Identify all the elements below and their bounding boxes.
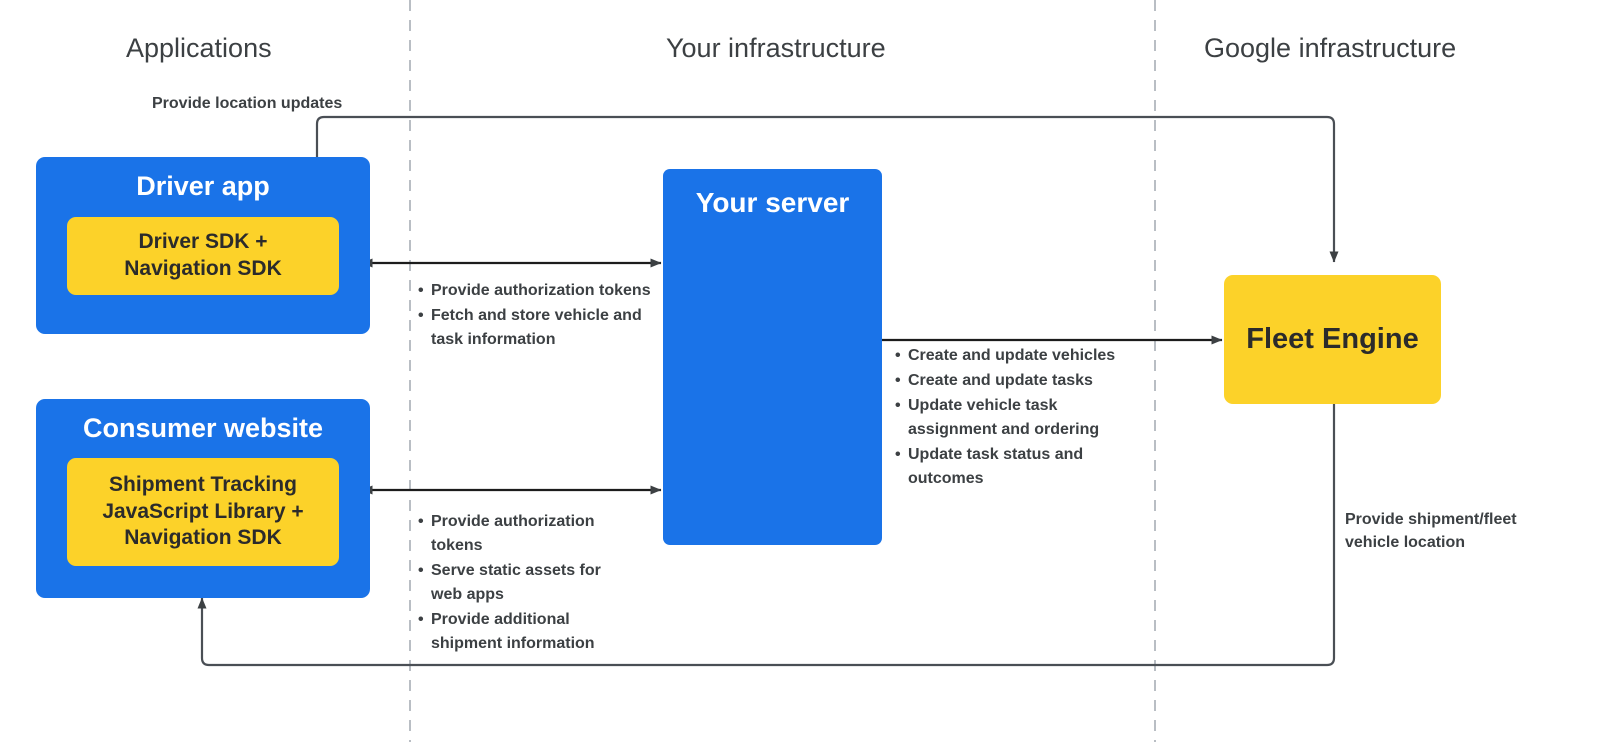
zone-title-applications: Applications <box>126 33 272 63</box>
edge-bullets-consumer-server: Provide authorization tokens Serve stati… <box>418 510 628 657</box>
node-driver-sdk[interactable]: Driver SDK + Navigation SDK <box>67 217 339 296</box>
node-fleet-engine[interactable]: Fleet Engine <box>1224 275 1441 404</box>
node-consumer-website[interactable]: Consumer website Shipment Tracking JavaS… <box>36 399 370 598</box>
list-item: Provide authorization tokens <box>418 279 653 303</box>
node-shipment-tracking-sdk[interactable]: Shipment Tracking JavaScript Library + N… <box>67 458 339 567</box>
list-item: Update task status and outcomes <box>895 443 1150 491</box>
driver-app-title: Driver app <box>136 171 270 201</box>
edge-label-engine-consumer: Provide shipment/fleet vehicle location <box>1345 511 1517 552</box>
list-item: Provide additional shipment information <box>418 608 628 656</box>
list-item: Serve static assets for web apps <box>418 559 628 607</box>
your-server-title: Your server <box>695 187 850 218</box>
edge-bullets-driver-server: Provide authorization tokens Fetch and s… <box>418 279 653 353</box>
zone-title-your-infrastructure: Your infrastructure <box>666 33 886 63</box>
node-driver-app[interactable]: Driver app Driver SDK + Navigation SDK <box>36 157 370 334</box>
consumer-website-title: Consumer website <box>82 413 324 443</box>
edge-bullets-server-engine: Create and update vehicles Create and up… <box>895 344 1150 492</box>
list-item: Create and update tasks <box>895 369 1150 393</box>
list-item: Create and update vehicles <box>895 344 1150 368</box>
fleet-engine-title: Fleet Engine <box>1246 323 1419 355</box>
list-item: Update vehicle task assignment and order… <box>895 394 1150 442</box>
node-your-server[interactable]: Your server <box>663 169 882 545</box>
edge-label-location-updates: Provide location updates <box>152 95 343 112</box>
zone-title-google-infrastructure: Google infrastructure <box>1204 33 1457 63</box>
shipment-tracking-sdk-label: Shipment Tracking JavaScript Library + N… <box>102 472 304 550</box>
list-item: Fetch and store vehicle and task informa… <box>418 304 653 352</box>
driver-sdk-label: Driver SDK + Navigation SDK <box>124 230 282 281</box>
list-item: Provide authorization tokens <box>418 510 628 558</box>
